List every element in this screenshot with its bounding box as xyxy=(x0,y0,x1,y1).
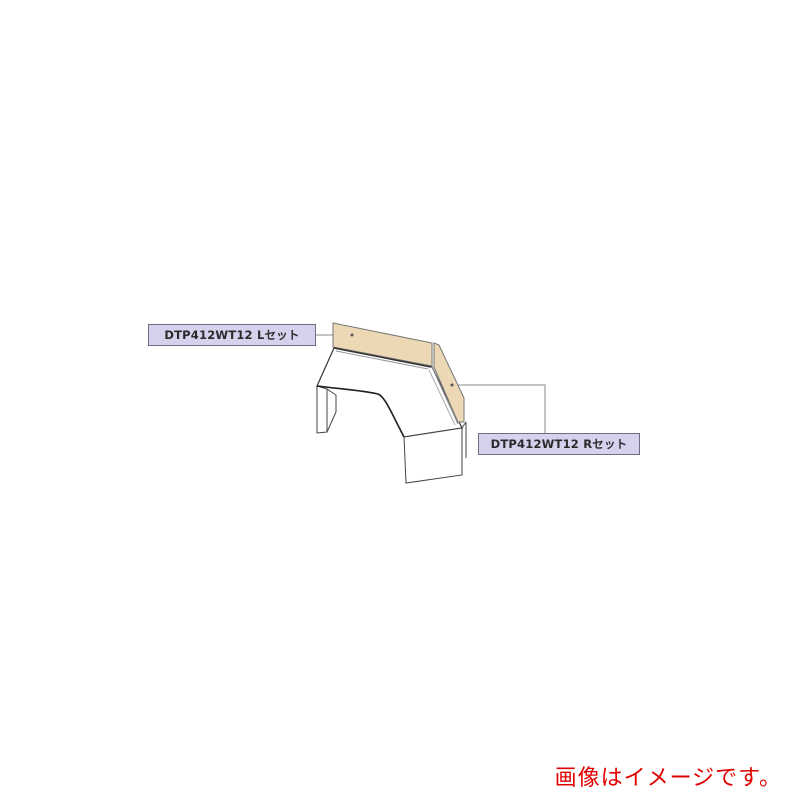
left-set-label: DTP412WT12 Lセット xyxy=(148,324,316,346)
right-set-label: DTP412WT12 Rセット xyxy=(478,433,640,455)
image-disclaimer-caption: 画像はイメージです。 xyxy=(554,766,782,791)
leader-line-right xyxy=(452,384,546,433)
